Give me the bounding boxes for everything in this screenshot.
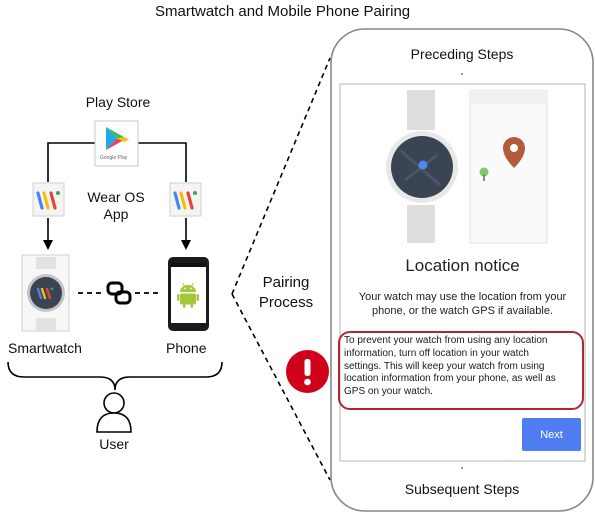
- zoom-lines: [231, 57, 331, 481]
- google-play-icon: [94, 120, 139, 167]
- phone-illustration: [469, 89, 548, 244]
- play-store-connectors: [43, 142, 191, 250]
- pairing-link: [78, 281, 162, 305]
- map-pin-icon: [503, 137, 525, 168]
- notice-text-line1: Your watch may use the location from you…: [358, 291, 567, 303]
- user-bracket: [7, 361, 223, 391]
- warning-text-line: location information from your phone, as…: [344, 373, 556, 384]
- subsequent-steps-label: Subsequent Steps: [404, 481, 520, 497]
- next-button[interactable]: Next: [522, 418, 581, 451]
- wear-os-label-app: App: [103, 206, 129, 222]
- warning-text-line: information, turn off location in your w…: [344, 348, 529, 359]
- play-store-label: Play Store: [85, 94, 151, 110]
- user-label: User: [99, 436, 129, 452]
- google-play-caption: Google Play: [100, 155, 128, 161]
- warning-highlight-box: [338, 331, 584, 410]
- diagram-title: Smartwatch and Mobile Phone Pairing: [155, 3, 411, 20]
- notice-text-line2: phone, or the watch GPS if available.: [372, 305, 553, 317]
- watch-illustration: [386, 90, 458, 243]
- exclamation-icon: [286, 350, 329, 393]
- wear-os-label: Wear OS: [87, 189, 145, 205]
- smartwatch-image: [21, 254, 70, 332]
- android-icon: [177, 282, 199, 308]
- warning-text-line: settings. This will keep your watch from…: [344, 361, 545, 372]
- user-icon: [96, 392, 132, 433]
- wear-os-icon: [32, 182, 65, 217]
- process-label: Process: [258, 294, 314, 311]
- warning-text-line: To prevent your watch from using any loc…: [344, 335, 548, 346]
- pairing-label: Pairing: [262, 274, 310, 291]
- link-icon: [106, 281, 132, 305]
- smartwatch-label: Smartwatch: [8, 340, 82, 356]
- wear-os-icon: [169, 182, 202, 217]
- preceding-steps-label: Preceding Steps: [410, 46, 514, 62]
- location-notice-title: Location notice: [405, 256, 520, 275]
- phone-label: Phone: [166, 340, 207, 356]
- warning-text-line: GPS on your watch.: [344, 386, 433, 397]
- phone-image: [168, 257, 209, 331]
